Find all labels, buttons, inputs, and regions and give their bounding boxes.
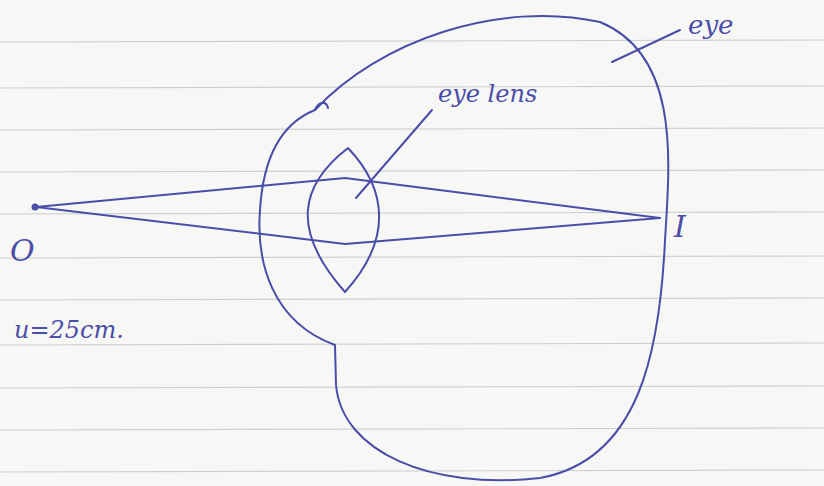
ruled-lines bbox=[0, 40, 824, 472]
leader-line bbox=[356, 110, 432, 198]
distance-label: u=25cm. bbox=[14, 318, 124, 342]
eye-outline bbox=[259, 16, 668, 480]
light-ray bbox=[36, 207, 660, 244]
image-label: I bbox=[674, 212, 686, 242]
part-label: eye lens bbox=[438, 82, 537, 106]
eye-lens bbox=[308, 148, 379, 292]
eye-outline-notch bbox=[315, 103, 328, 110]
part-label: eye bbox=[688, 12, 733, 38]
light-ray bbox=[36, 178, 660, 218]
object-point bbox=[32, 204, 39, 211]
leader-line bbox=[612, 30, 680, 62]
object-label: O bbox=[10, 236, 35, 266]
